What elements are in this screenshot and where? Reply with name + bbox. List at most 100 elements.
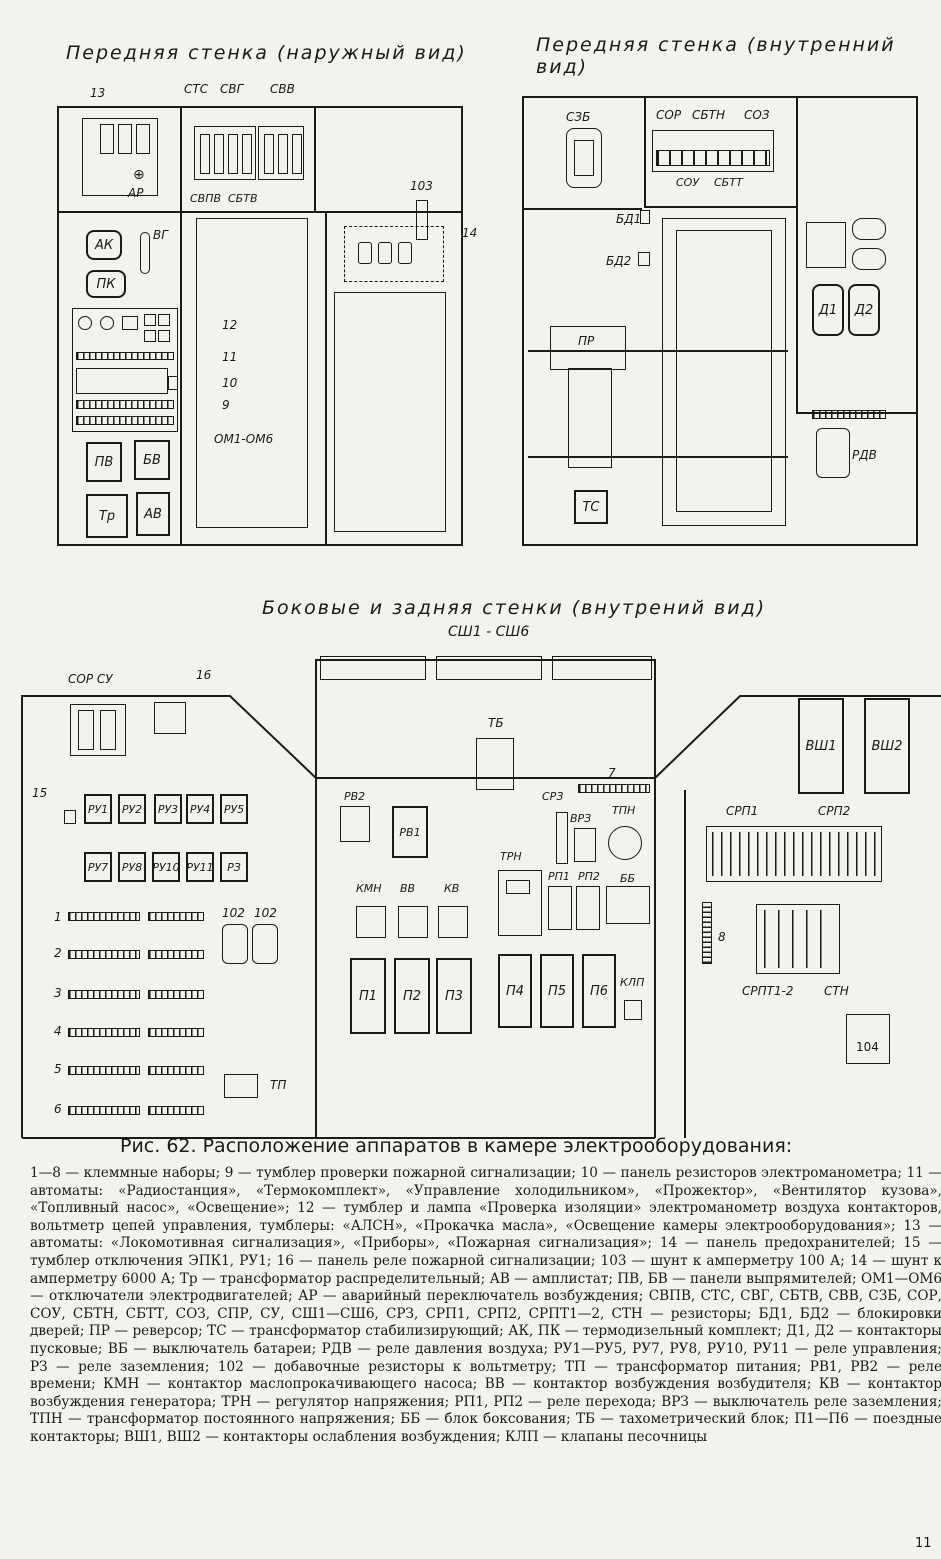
label-13: 13: [90, 86, 106, 100]
contactor-p6: П6: [582, 954, 616, 1028]
reversor-pr: [550, 326, 626, 370]
label-cts: СТС: [184, 82, 209, 96]
terminal-strip-5: [68, 1066, 140, 1075]
label-bd2: БД2: [606, 254, 632, 268]
label-9: 9: [222, 398, 230, 412]
label-strip-5: 5: [54, 1062, 62, 1076]
resistor-group-right: [258, 126, 304, 180]
terminal-strip-3: [68, 990, 140, 999]
door-lock-bd2: [638, 252, 650, 266]
label-cop: СОР: [656, 108, 682, 122]
resistor-srp: [706, 826, 882, 882]
relay-ru7: РУ7: [84, 852, 112, 882]
om-strip: [76, 416, 174, 425]
label-vg: ВГ: [153, 228, 168, 242]
contactor-p5: П5: [540, 954, 574, 1028]
front-outer-door-left: [196, 218, 308, 528]
label-strip-2: 2: [54, 946, 62, 960]
label-trn: ТРН: [500, 850, 522, 863]
contactor-vsh1: ВШ1: [798, 698, 844, 794]
label-103: 103: [410, 179, 433, 193]
label-bd1: БД1: [616, 212, 642, 226]
label-bb: ББ: [620, 872, 636, 885]
resistor-102a: [222, 924, 248, 964]
relay-rp1: [548, 886, 572, 930]
relay-ru10: РУ10: [152, 852, 180, 882]
switch-strip-9: [76, 400, 174, 409]
automata-13: [82, 118, 158, 196]
terminal-strip-3b: [148, 990, 204, 999]
terminal-strip-6b: [148, 1106, 204, 1115]
figure-caption-body: 1—8 — клеммные наборы; 9 — тумблер прове…: [30, 1165, 941, 1445]
label-stn: СТН: [824, 984, 849, 998]
unit-pk: ПК: [86, 270, 126, 298]
relay-ru1: РУ1: [84, 794, 112, 824]
label-102a: 102: [222, 906, 245, 920]
label-vrz: ВРЗ: [570, 812, 592, 825]
label-kmn: КМН: [356, 882, 382, 895]
plus-icon: ⊕: [133, 167, 145, 183]
terminal-strip-2b: [148, 950, 204, 959]
resistor-cop-cu: [70, 704, 126, 756]
terminal-strip-1b: [148, 912, 204, 921]
label-strip-4: 4: [54, 1024, 62, 1038]
terminal-strip-6: [68, 1106, 140, 1115]
unit-pv: ПВ: [86, 442, 122, 482]
shunt-104: [846, 1014, 890, 1064]
label-srp2: СРП2: [818, 804, 851, 818]
resistor-panel-10: [168, 376, 178, 390]
label-cbtv: СБТВ: [228, 192, 258, 205]
terminal-strip-2: [68, 950, 140, 959]
label-cvv: СВВ: [270, 82, 295, 96]
valve-klp: [624, 1000, 642, 1020]
shunt-103: [416, 200, 428, 240]
label-104: 104: [856, 1040, 879, 1054]
label-16: 16: [196, 668, 212, 682]
terminal-strip-7: [578, 784, 650, 793]
contactor-p1: П1: [350, 958, 386, 1034]
relay-ru5: РУ5: [220, 794, 248, 824]
contactor-p3: П3: [436, 958, 472, 1034]
resistor-bank: [652, 130, 774, 172]
relay-ru4: РУ4: [186, 794, 214, 824]
label-om: ОМ1-ОМ6: [214, 432, 274, 446]
label-12: 12: [222, 318, 238, 332]
label-vv: ВВ: [400, 882, 416, 895]
rdv-strip: [812, 410, 886, 419]
contactor-vv: [398, 906, 428, 938]
relay-ru2: РУ2: [118, 794, 146, 824]
resistor-czb: [566, 128, 602, 188]
terminal-strip-4b: [148, 1028, 204, 1037]
tacho-block-tb: [476, 738, 514, 790]
label-cop-cu: СОР СУ: [68, 672, 113, 686]
label-15: 15: [32, 786, 48, 800]
terminal-strip-1: [68, 912, 140, 921]
contactor-d1: Д1: [812, 284, 844, 336]
terminal-strip-12: [76, 352, 174, 360]
resistor-srpt: [756, 904, 840, 974]
resistor-102b: [252, 924, 278, 964]
label-tb: ТБ: [488, 716, 504, 730]
contactor-p2: П2: [394, 958, 430, 1034]
label-11: 11: [222, 350, 238, 364]
label-14: 14: [462, 226, 478, 240]
regulator-trn: [498, 870, 542, 936]
label-8: 8: [718, 930, 726, 944]
label-cpz: СРЗ: [542, 790, 564, 803]
label-strip-3: 3: [54, 986, 62, 1000]
heading-front-inner: Передняя стенка (внутренний вид): [536, 34, 896, 78]
label-czb: СЗБ: [566, 110, 591, 124]
contactor-p4: П4: [498, 954, 532, 1028]
relay-rv2: [340, 806, 370, 842]
label-rp1: РП1: [548, 870, 570, 883]
label-strip-1: 1: [54, 910, 62, 924]
label-srp1: СРП1: [726, 804, 759, 818]
contactor-vsh2: ВШ2: [864, 698, 910, 794]
relay-ru11: РУ11: [186, 852, 214, 882]
resistor-csh2: [436, 656, 542, 680]
label-rv2: РВ2: [344, 790, 366, 803]
heading-side-back: Боковые и задняя стенки (внутрений вид): [262, 597, 767, 619]
transformer-tpn: [608, 826, 642, 860]
terminal-strip-8: [702, 902, 712, 964]
relay-rp2: [576, 886, 600, 930]
